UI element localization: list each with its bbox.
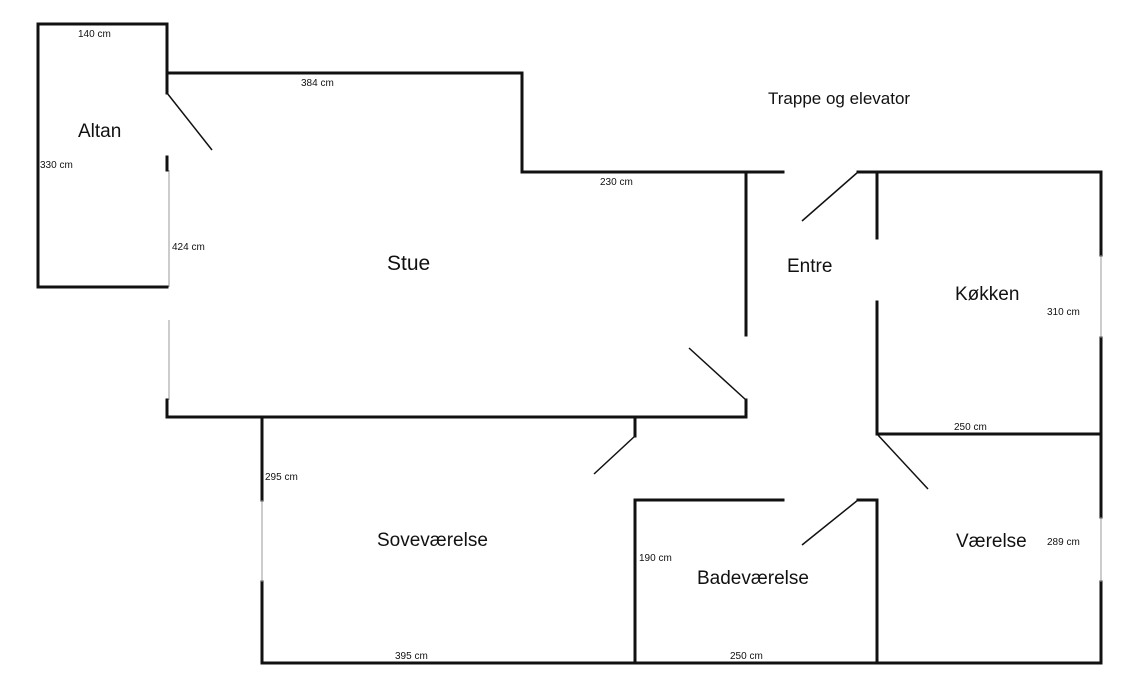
- dim-stue-step: 230 cm: [600, 177, 633, 188]
- dim-stue-top: 384 cm: [301, 78, 334, 89]
- door-stue: [688, 347, 747, 401]
- altan-walls: [36, 22, 169, 289]
- dim-bad-left: 190 cm: [639, 553, 672, 564]
- room-label-altan: Altan: [78, 121, 121, 142]
- door-sove: [593, 435, 636, 475]
- windows: [168, 170, 1102, 582]
- room-label-stue: Stue: [387, 252, 430, 275]
- dim-sove-bottom: 395 cm: [395, 651, 428, 662]
- bad-walls: [633, 498, 785, 665]
- dim-sove-left: 295 cm: [265, 472, 298, 483]
- dim-vaerelse-height: 289 cm: [1047, 537, 1080, 548]
- room-label-trappe: Trappe og elevator: [768, 89, 910, 108]
- room-label-vaerelse: Værelse: [956, 531, 1027, 552]
- dim-koekken-height: 310 cm: [1047, 307, 1080, 318]
- dimension-labels: 140 cm 330 cm 384 cm 230 cm 424 cm 310 c…: [40, 29, 1080, 662]
- dim-altan-width: 140 cm: [78, 29, 111, 40]
- room-label-koekken: Køkken: [955, 284, 1019, 305]
- room-label-badevaerelse: Badeværelse: [697, 568, 809, 589]
- bad-right-wall: [856, 498, 879, 665]
- doors: [166, 92, 929, 546]
- door-entrance: [801, 171, 859, 222]
- door-vaerelse: [876, 433, 929, 490]
- stue-top-wall: [165, 71, 785, 174]
- dim-bad-bottom: 250 cm: [730, 651, 763, 662]
- dim-stue-left: 424 cm: [172, 242, 205, 253]
- door-bad: [801, 499, 859, 546]
- door-altan: [166, 92, 213, 151]
- dim-koekken-bottom: 250 cm: [954, 422, 987, 433]
- koekken-top-wall: [856, 170, 1103, 257]
- room-labels: Altan Stue Entre Køkken Soveværelse Bade…: [78, 89, 1027, 589]
- dim-altan-height: 330 cm: [40, 160, 73, 171]
- room-label-entre: Entre: [787, 256, 832, 277]
- room-label-sovevaerelse: Soveværelse: [377, 530, 488, 551]
- walls: [36, 22, 1103, 665]
